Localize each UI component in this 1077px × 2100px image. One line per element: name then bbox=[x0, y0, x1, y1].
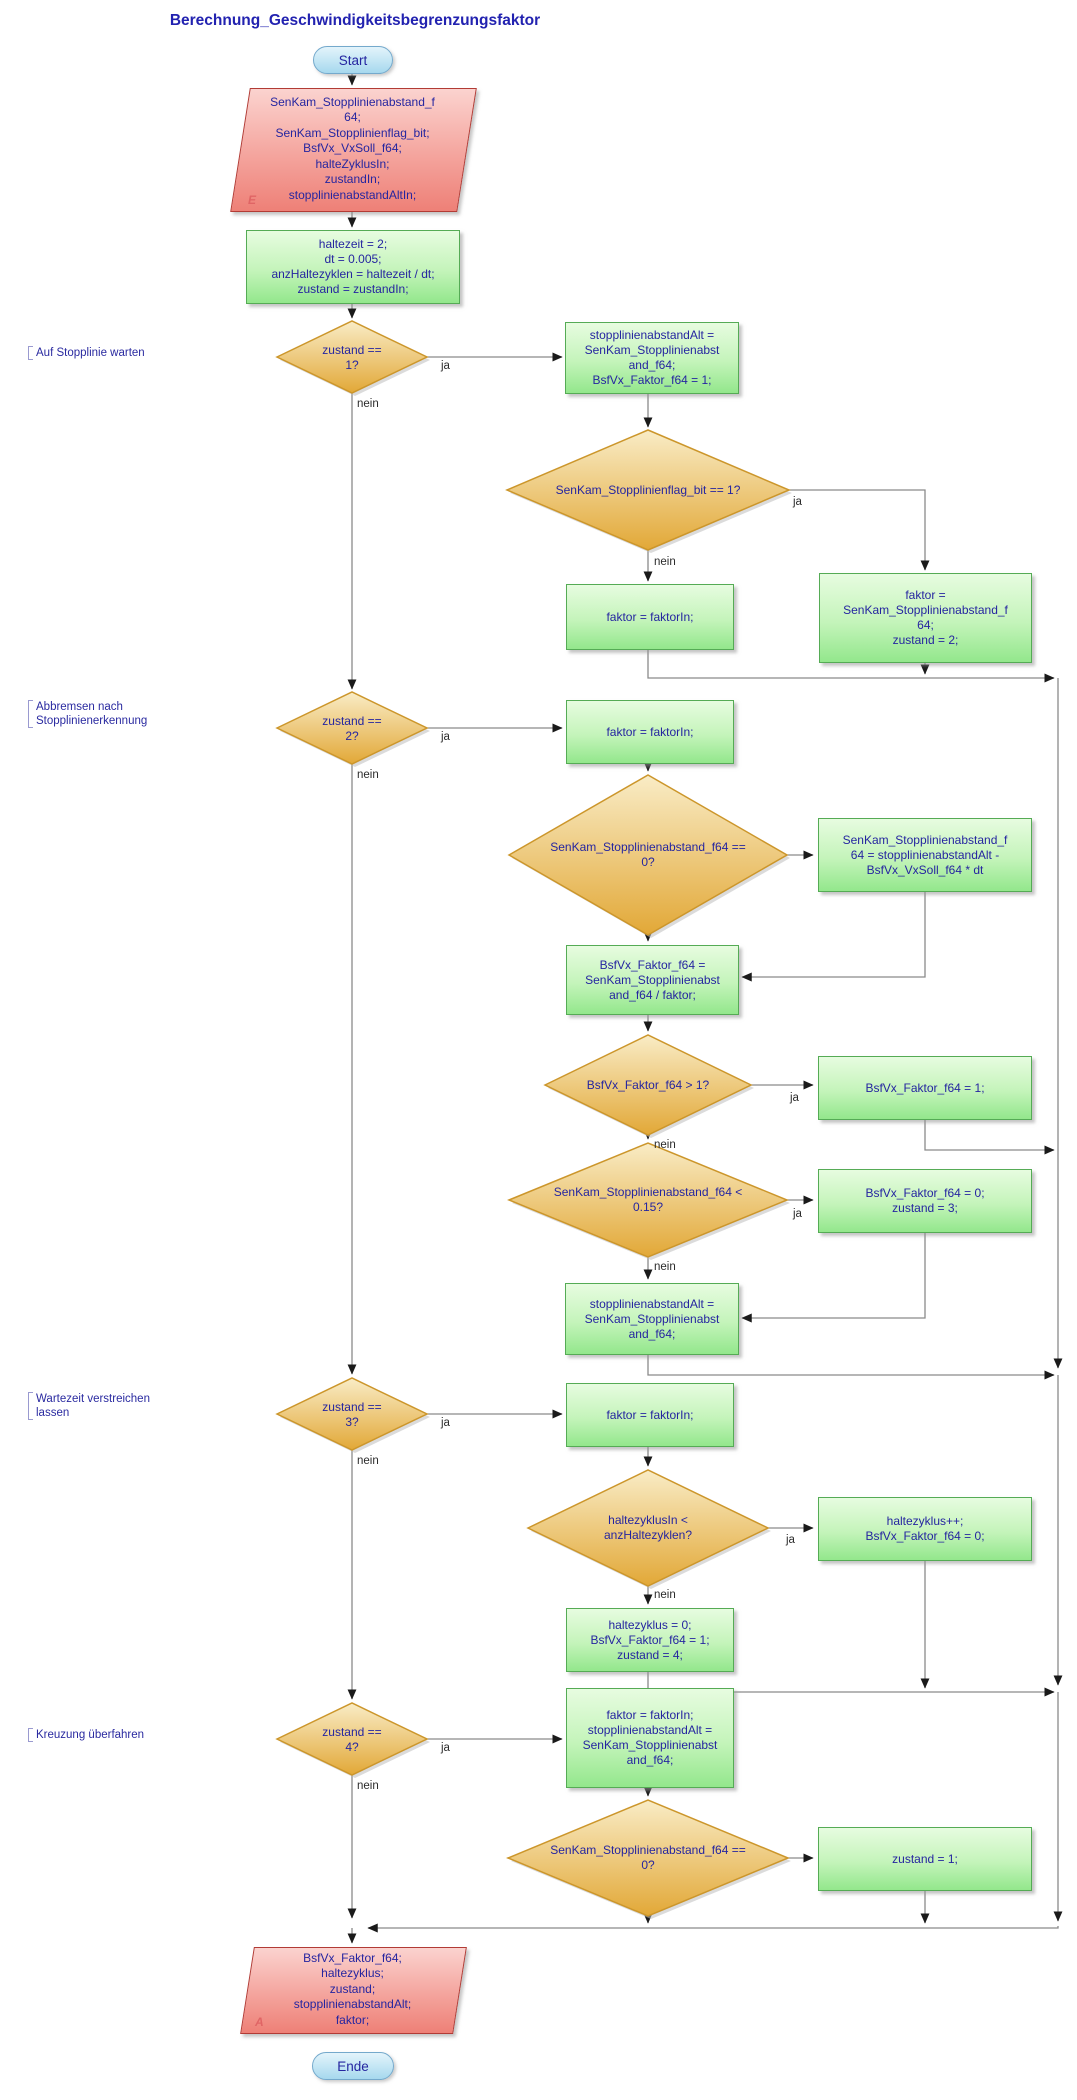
decision-zustand-1-label: zustand == 1? bbox=[322, 343, 382, 372]
process-s2-compute-faktor: BsfVx_Faktor_f64 = SenKam_Stopplinienabs… bbox=[566, 945, 739, 1015]
process-s2-estimate-abstand: SenKam_Stopplinienabstand_f 64 = stoppli… bbox=[818, 818, 1032, 892]
end-terminator: Ende bbox=[312, 2052, 394, 2080]
process-s3-faktor: faktor = faktorIn; bbox=[566, 1383, 734, 1447]
decision-abstand-lt015-shape bbox=[507, 1142, 789, 1258]
section-label-kreuzung-ueberfahren: Kreuzung überfahren bbox=[28, 1728, 144, 1742]
branch-nein-d4: nein bbox=[357, 1780, 379, 1792]
decision-abstand-lt015-label: SenKam_Stopplinienabstand_f64 < 0.15? bbox=[553, 1185, 743, 1214]
flow-connectors bbox=[347, 72, 1063, 1944]
decision-stopplinienflag-shape bbox=[505, 429, 791, 551]
process-s2-limit-faktor: BsfVx_Faktor_f64 = 1; bbox=[818, 1056, 1032, 1120]
decision-zustand-4-label: zustand == 4? bbox=[322, 1725, 382, 1754]
process-s2-faktor: faktor = faktorIn; bbox=[566, 700, 734, 764]
decision-faktor-gt1-shape bbox=[543, 1034, 753, 1136]
process-init: haltezeit = 2; dt = 0.005; anzHaltezykle… bbox=[246, 230, 460, 304]
decision-zustand-2-shape bbox=[275, 691, 429, 765]
output-marker-a: A bbox=[255, 2015, 264, 2029]
input-parallelogram: SenKam_Stopplinienabstand_f 64; SenKam_S… bbox=[230, 88, 477, 212]
decision-abstand-zero-2-label: SenKam_Stopplinienabstand_f64 == 0? bbox=[550, 1843, 746, 1872]
decision-zustand-3-shape bbox=[275, 1377, 429, 1451]
branch-nein-flag: nein bbox=[654, 556, 676, 568]
branch-ja-d3: ja bbox=[441, 1417, 450, 1429]
input-marker-e: E bbox=[248, 193, 257, 207]
decision-abstand-zero-2-shape bbox=[506, 1799, 790, 1917]
page-title: Berechnung_Geschwindigkeitsbegrenzungsfa… bbox=[169, 12, 541, 29]
process-s3-increment-zyklus: haltezyklus++; BsfVx_Faktor_f64 = 0; bbox=[818, 1497, 1032, 1561]
decision-haltezyklen-shape bbox=[526, 1469, 770, 1587]
output-list: BsfVx_Faktor_f64; haltezyklus; zustand; … bbox=[293, 1950, 412, 2027]
section-label-abbremsen: Abbremsen nach Stopplinienerkennung bbox=[28, 700, 147, 728]
branch-ja-lt015: ja bbox=[793, 1208, 802, 1220]
decision-faktor-gt1-label: BsfVx_Faktor_f64 > 1? bbox=[586, 1078, 710, 1092]
process-s4-store: faktor = faktorIn; stopplinienabstandAlt… bbox=[566, 1688, 734, 1788]
process-s4-set-zustand1: zustand = 1; bbox=[818, 1827, 1032, 1891]
input-list: SenKam_Stopplinienabstand_f 64; SenKam_S… bbox=[270, 94, 435, 202]
branch-ja-d2: ja bbox=[441, 731, 450, 743]
start-terminator: Start bbox=[313, 46, 393, 74]
decision-zustand-3-label: zustand == 3? bbox=[322, 1400, 382, 1429]
process-s1-set-zustand2: faktor = SenKam_Stopplinienabstand_f 64;… bbox=[819, 573, 1032, 663]
branch-ja-gt1: ja bbox=[790, 1092, 799, 1104]
decision-abstand-zero-1-shape bbox=[507, 774, 789, 936]
section-label-auf-stopplinie-warten: Auf Stopplinie warten bbox=[28, 346, 145, 360]
branch-nein-lt015: nein bbox=[654, 1261, 676, 1273]
branch-nein-d1: nein bbox=[357, 398, 379, 410]
branch-nein-d2: nein bbox=[357, 769, 379, 781]
diamond-shadows bbox=[280, 324, 792, 1919]
decision-diamonds bbox=[275, 320, 791, 1917]
branch-nein-hz: nein bbox=[654, 1589, 676, 1601]
process-s2-store-abstand: stopplinienabstandAlt = SenKam_Stopplini… bbox=[565, 1283, 739, 1355]
branch-ja-flag: ja bbox=[793, 496, 802, 508]
process-s1-faktor: faktor = faktorIn; bbox=[566, 584, 734, 650]
branch-nein-d3: nein bbox=[357, 1455, 379, 1467]
branch-ja-d1: ja bbox=[441, 360, 450, 372]
branch-nein-gt1: nein bbox=[654, 1139, 676, 1151]
section-label-wartezeit: Wartezeit verstreichen lassen bbox=[28, 1392, 150, 1420]
decision-stopplinienflag-label: SenKam_Stopplinienflag_bit == 1? bbox=[555, 483, 741, 497]
decision-abstand-zero-1-label: SenKam_Stopplinienabstand_f64 == 0? bbox=[550, 840, 746, 869]
branch-ja-hz: ja bbox=[786, 1534, 795, 1546]
output-parallelogram: BsfVx_Faktor_f64; haltezyklus; zustand; … bbox=[240, 1947, 467, 2034]
process-s2-set-zustand3: BsfVx_Faktor_f64 = 0; zustand = 3; bbox=[818, 1169, 1032, 1233]
decision-zustand-4-shape bbox=[275, 1702, 429, 1776]
branch-ja-d4: ja bbox=[441, 1742, 450, 1754]
process-s3-set-zustand4: haltezyklus = 0; BsfVx_Faktor_f64 = 1; z… bbox=[566, 1608, 734, 1672]
decision-zustand-2-label: zustand == 2? bbox=[322, 714, 382, 743]
process-s1-store-abstand: stopplinienabstandAlt = SenKam_Stopplini… bbox=[565, 322, 739, 394]
decision-zustand-1-shape bbox=[275, 320, 429, 394]
decision-haltezyklen-label: haltezyklusIn < anzHaltezyklen? bbox=[603, 1513, 693, 1542]
